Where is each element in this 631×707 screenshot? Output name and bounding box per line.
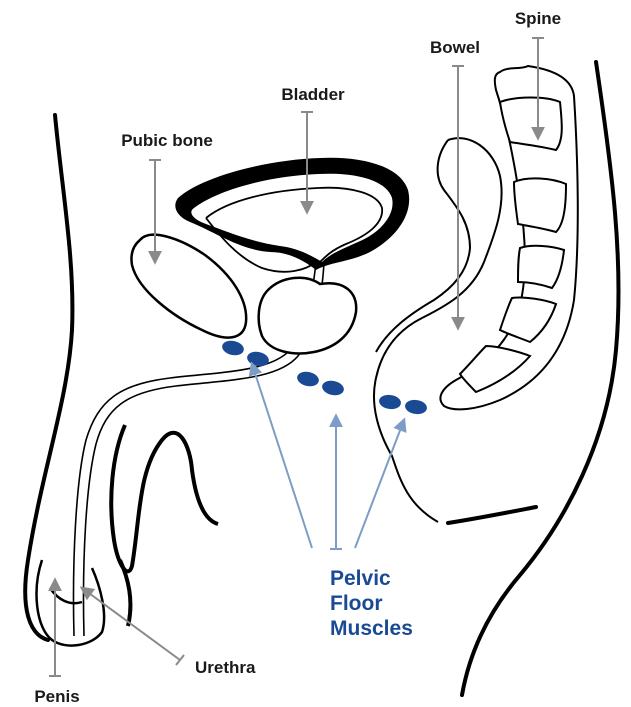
muscle-pointer-right (355, 420, 404, 548)
muscle-oval (321, 379, 345, 397)
pelvic-floor-label-line-1: Pelvic (330, 567, 391, 590)
spine (440, 66, 577, 409)
buttock-outline (448, 507, 536, 523)
bladder-label: Bladder (281, 85, 345, 104)
bladder (175, 158, 409, 272)
muscle-oval (246, 350, 270, 368)
pelvic-floor-muscles-label: Pelvic Floor Muscles (330, 567, 413, 640)
penis-label: Penis (34, 687, 79, 706)
pelvic-floor-label-line-2: Floor (330, 592, 383, 615)
pubic-bone (131, 235, 246, 338)
vertebra-1 (500, 98, 562, 151)
spine-label: Spine (515, 9, 561, 28)
muscle-oval (296, 370, 320, 388)
scrotum (111, 425, 218, 626)
penis (37, 560, 105, 646)
muscle-oval (378, 394, 402, 411)
bowel-label: Bowel (430, 38, 480, 57)
pelvic-floor-label-line-3: Muscles (330, 617, 413, 640)
pubic-bone-label: Pubic bone (121, 131, 213, 150)
vertebra-2 (514, 178, 566, 232)
prostate (259, 278, 357, 354)
front-body-outline (25, 115, 72, 640)
muscle-oval (404, 399, 428, 416)
muscle-oval (221, 339, 245, 357)
muscle-pointer-left (252, 364, 312, 548)
urethra-label: Urethra (195, 658, 256, 677)
